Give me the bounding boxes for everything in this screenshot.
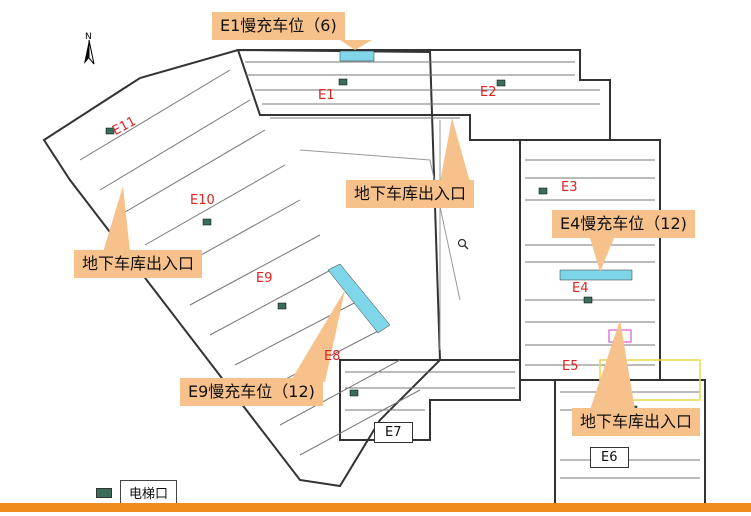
zone-label-e6: E6 [590,447,629,468]
charging-spots-e4 [559,269,633,281]
magnifier-icon[interactable] [457,235,469,250]
south-link-outline [339,359,521,441]
elevator-legend-icon [96,487,112,498]
elevator-marker [338,78,348,86]
north-label: N [85,32,92,42]
zone-label-e5: E5 [562,359,579,374]
pointer-e9 [290,290,345,382]
elevator-markers [105,78,638,413]
charging-spots-e1 [339,50,375,62]
elevator-marker [538,187,548,195]
callout-exit-right: 地下车库出入口 [572,408,701,436]
north-arrow-icon: N [78,30,100,66]
zone-label-e3: E3 [561,180,578,195]
elevator-marker [202,218,212,226]
callout-exit-center: 地下车库出入口 [346,180,475,208]
west-wing-outline [42,48,442,488]
callout-e4-charging: E4慢充车位（12) [552,210,695,238]
zone-label-e1: E1 [318,88,335,103]
callout-exit-left: 地下车库出入口 [74,250,203,278]
callout-e1-charging: E1慢充车位（6) [212,12,345,40]
east-wing-outline [519,139,661,381]
zone-label-e4: E4 [572,281,589,296]
elevator-marker [583,296,593,304]
zone-label-e10: E10 [190,193,215,208]
pointer-e4 [590,238,614,272]
callout-e9-charging: E9慢充车位（12) [180,378,323,406]
pointer-exit-center [440,118,470,182]
elevator-marker [105,127,115,135]
elevator-marker [349,389,359,397]
charging-spots-e9 [327,263,391,334]
legend-label: 电梯口 [120,480,178,505]
pointer-exit-right [590,320,635,410]
courtyard-lines [299,120,461,350]
elevator-marker [496,79,506,87]
legend: 电梯口 [96,480,178,505]
pointer-exit-left [103,186,130,252]
bottom-bar [0,503,751,512]
elevator-marker [277,302,287,310]
pointer-e1 [340,40,372,50]
north-wing-outline [236,49,611,141]
zone-label-e7: E7 [374,422,413,443]
stall-rows-south [345,371,515,411]
zone-label-e9: E9 [256,271,273,286]
zone-label-e8: E8 [324,349,341,364]
zone-label-e2: E2 [480,85,497,100]
stall-rows-north [245,61,600,119]
